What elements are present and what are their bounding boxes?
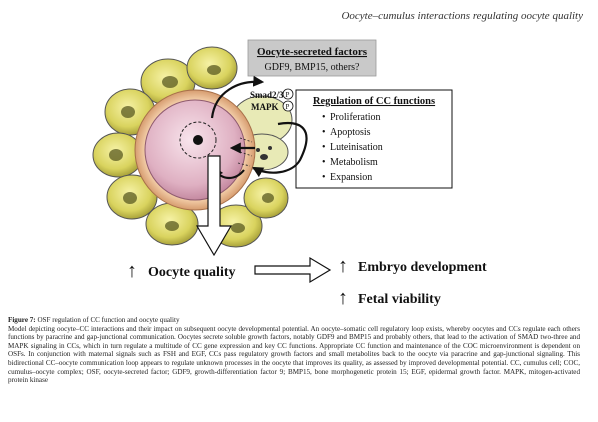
oocyte [144, 99, 246, 201]
function-item: Metabolism [330, 157, 378, 168]
function-bullet: • [322, 112, 326, 123]
regulation-title: Regulation of CC functions [313, 96, 435, 107]
osf-subtitle: GDF9, BMP15, others? [264, 62, 360, 73]
figure-label: Figure 7: [8, 316, 36, 324]
oocyte-nucleus [193, 135, 203, 145]
function-item: Luteinisation [330, 142, 383, 153]
down-arrow [195, 155, 233, 257]
cumulus-cell [186, 46, 238, 90]
function-list: • Proliferation • Apoptosis • Luteinisat… [322, 112, 383, 183]
cumulus-cell [145, 202, 199, 246]
embryo-development-label: Embryo development [358, 260, 487, 275]
outcome-fetal-viability: ↑ Fetal viability [338, 287, 441, 309]
up-arrow-icon: ↑ [127, 260, 137, 282]
outcome-oocyte-quality: ↑ Oocyte quality [127, 260, 236, 282]
figure-caption: Figure 7: OSF regulation of CC function … [8, 316, 580, 385]
cumulus-cell [243, 177, 289, 219]
up-arrow-icon: ↑ [338, 255, 348, 277]
up-arrow-icon: ↑ [338, 287, 348, 309]
function-bullet: • [322, 142, 326, 153]
oocyte-cumulus-diagram: Smad2/3 MAPK P P Oocyte-secreted factors… [92, 39, 487, 309]
cumulus-cell [92, 132, 144, 178]
function-item: Expansion [330, 172, 372, 183]
function-item: Proliferation [330, 112, 381, 123]
function-bullet: • [322, 172, 326, 183]
function-bullet: • [322, 157, 326, 168]
phospho-symbol: P [286, 103, 290, 111]
caption-title: OSF regulation of CC function and oocyte… [37, 316, 180, 324]
osf-box: Oocyte-secreted factors GDF9, BMP15, oth… [247, 39, 377, 77]
right-arrow [254, 256, 332, 284]
running-title: Oocyte–cumulus interactions regulating o… [341, 10, 583, 22]
smad-label: Smad2/3 [250, 90, 284, 100]
oocyte-quality-label: Oocyte quality [148, 265, 236, 280]
phospho-symbol: P [286, 91, 290, 99]
outcome-embryo-development: ↑ Embryo development [338, 255, 487, 277]
smad-mapk-receptor: Smad2/3 MAPK P P [250, 88, 294, 112]
regulation-box: Regulation of CC functions • Proliferati… [295, 89, 453, 189]
function-item: Apoptosis [330, 127, 371, 138]
osf-title: Oocyte-secreted factors [257, 46, 368, 58]
caption-heading: Figure 7: OSF regulation of CC function … [8, 316, 580, 325]
signaling-arrows [210, 75, 308, 180]
fetal-viability-label: Fetal viability [358, 292, 441, 307]
cumulus-cell [106, 174, 158, 220]
caption-body: Model depicting oocyte–CC interactions a… [8, 324, 580, 385]
mapk-label: MAPK [251, 102, 279, 112]
function-bullet: • [322, 127, 326, 138]
oocyte-nucleus-ring [179, 121, 217, 159]
